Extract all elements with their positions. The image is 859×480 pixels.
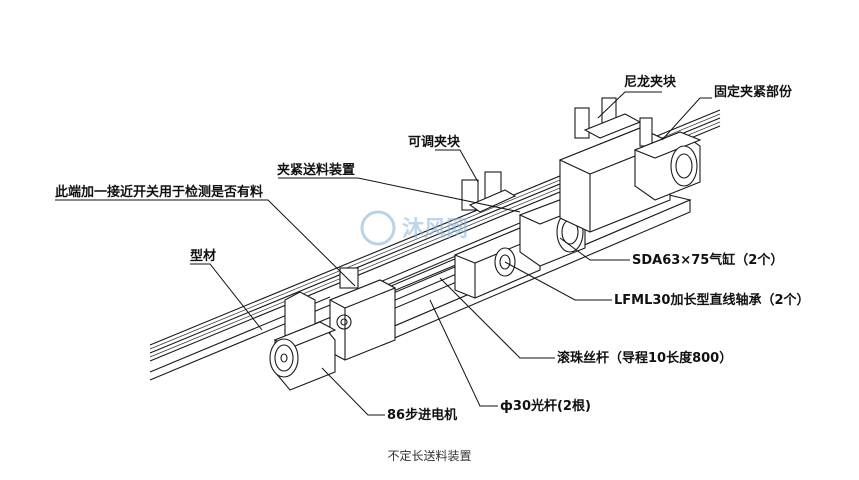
label-adjustable-clamp: 可调夹块	[408, 134, 461, 150]
label-smooth-rod: ф30光杆(2根)	[500, 398, 591, 414]
carriage	[453, 171, 542, 299]
cylinder-right	[633, 131, 702, 201]
label-nylon-clamp: 尼龙夹块	[624, 74, 677, 90]
label-motor: 86步进电机	[387, 407, 457, 423]
label-bearing: LFML30加长型直线轴承（2个）	[614, 292, 810, 308]
label-fixed-clamp: 固定夹紧部份	[714, 84, 793, 100]
leader-lines	[55, 91, 712, 416]
label-ball-screw: 滚珠丝杆（导程10长度800）	[557, 350, 732, 366]
watermark-text: 沐风网	[402, 217, 468, 242]
figure-caption: 不定长送料装置	[387, 449, 472, 463]
stepper-motor	[269, 314, 352, 391]
label-cylinder: SDA63×75气缸（2个）	[632, 252, 783, 268]
label-sensor-note: 此端加一接近开关用于检测是否有料	[55, 184, 263, 200]
watermark-logo: 沐风网	[360, 210, 468, 246]
label-clamp-feeder: 夹紧送料装置	[277, 162, 355, 178]
label-profile: 型材	[190, 248, 216, 264]
